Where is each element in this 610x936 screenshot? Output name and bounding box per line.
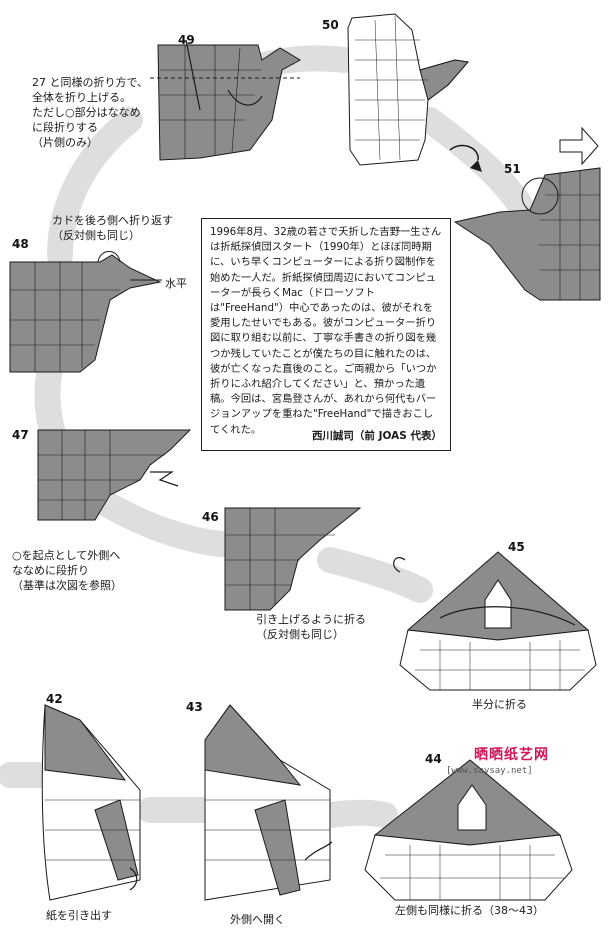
step-number-44: 44	[425, 752, 442, 766]
step-number-45: 45	[508, 540, 525, 554]
step47-instruction: ○を起点として外側へ ななめに段折り （基準は次図を参照）	[12, 549, 122, 592]
step-number-51: 51	[504, 162, 521, 176]
step-number-50: 50	[322, 18, 339, 32]
next-page-arrow-icon	[559, 126, 599, 166]
step-number-47: 47	[12, 428, 29, 442]
step48-figure	[9, 251, 162, 373]
watermark-url: [www.saysay.net]	[446, 766, 533, 776]
memorial-note-text: 1996年8月、32歳の若さで夭折した吉野一生さんは折紙探偵団スタート（1990…	[210, 226, 442, 436]
step42-figure	[41, 704, 141, 901]
step49-figure	[150, 39, 301, 161]
watermark-brand: 晒晒纸艺网	[474, 747, 549, 763]
step44-figure	[364, 759, 573, 901]
step45-figure	[399, 551, 597, 691]
step43-instruction: 外側へ開く	[230, 913, 285, 926]
memorial-note-box: 1996年8月、32歳の若さで夭折した吉野一生さんは折紙探偵団スタート（1990…	[201, 218, 451, 451]
step44-instruction: 左側も同様に折る（38～43）	[395, 904, 544, 917]
memorial-note-signature: 西川誠司（前 JOAS 代表）	[311, 429, 442, 442]
step-number-46: 46	[202, 510, 219, 524]
step-number-49: 49	[178, 33, 195, 47]
step42-instruction: 紙を引き出す	[46, 909, 112, 922]
step46-instruction: 引き上げるように折る （反対側も同じ）	[256, 613, 366, 641]
step50-figure	[347, 13, 482, 172]
step51-figure	[453, 167, 601, 301]
step49-instruction: 27 と同様の折り方で、 全体を折り上げる。 ただし○部分はななめ に段折りする…	[32, 76, 149, 149]
step43-figure	[204, 704, 333, 901]
step-number-43: 43	[186, 700, 203, 714]
step45-instruction: 半分に折る	[472, 698, 527, 711]
step48-instruction: カドを後ろ側へ折り返す （反対側も同じ）	[52, 214, 173, 242]
step-number-48: 48	[12, 237, 29, 251]
horizontal-label: 水平	[165, 277, 187, 290]
step47-figure	[37, 429, 192, 521]
step-number-42: 42	[46, 692, 63, 706]
step46-figure	[224, 507, 406, 611]
